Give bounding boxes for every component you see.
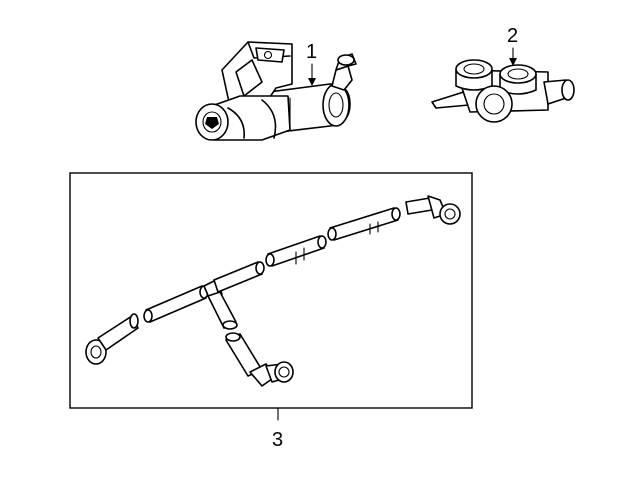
callout-2-arrowhead [509,58,517,66]
callout-1-label: 1 [306,41,317,63]
part-3-frame [69,172,473,409]
callout-2-label: 2 [507,25,518,47]
hose-branch-line [207,291,294,387]
callout-1: 1 [306,41,317,86]
part-2-connector[interactable] [431,59,575,123]
part-3-hose-assembly[interactable] [69,172,473,409]
callout-3-label: 3 [272,429,283,451]
callout-3: 3 [272,407,283,451]
part-1-actuator[interactable] [195,41,357,141]
callout-1-arrowhead [308,78,316,86]
callout-2: 2 [507,25,518,66]
hose-main-line [85,195,461,365]
